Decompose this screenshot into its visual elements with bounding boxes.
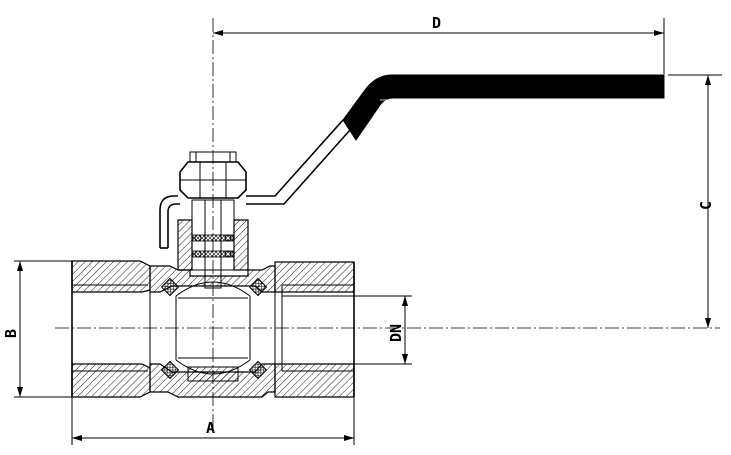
dim-b-label: B	[2, 329, 20, 338]
stem-assembly	[177, 151, 249, 280]
stem-o-rings	[192, 234, 234, 258]
packing-nut	[179, 151, 247, 199]
handle-lever	[159, 74, 665, 249]
dimension-c: C	[668, 74, 722, 328]
dimension-dn: DN	[282, 295, 412, 365]
seat-upper-right	[248, 277, 268, 297]
ball	[175, 280, 251, 382]
right-end-lower-wall	[274, 363, 355, 398]
dim-a-label: A	[206, 419, 215, 437]
seat-lower-right	[248, 360, 268, 380]
ball-bottom-slot	[187, 366, 239, 382]
dimension-b: B	[2, 260, 72, 398]
left-end-upper-wall	[71, 260, 151, 293]
dim-c-label: C	[697, 201, 715, 210]
neck-left-wall	[177, 219, 193, 271]
handle-grip	[342, 74, 665, 141]
valve-body	[71, 260, 355, 398]
dim-dn-label: DN	[387, 324, 405, 342]
left-end-lower-wall	[71, 363, 151, 398]
dimension-a: A	[71, 397, 355, 445]
center-lines	[55, 18, 720, 430]
right-end-upper-wall	[274, 261, 355, 293]
dim-d-label: D	[432, 14, 441, 32]
seat-lower-left	[160, 360, 180, 380]
dimension-d: D	[213, 14, 665, 74]
neck-right-wall	[233, 219, 249, 271]
seat-upper-left	[160, 277, 180, 297]
